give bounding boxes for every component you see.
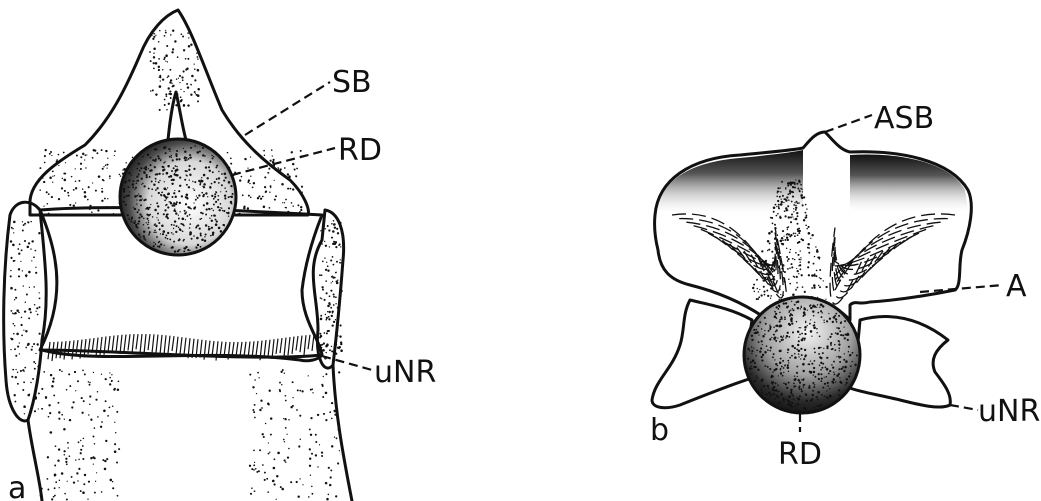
panel-b-left-process (652, 300, 752, 408)
panel-a-letter: a (8, 471, 26, 501)
label-rd-a: RD (338, 133, 382, 168)
leader-unr-b (950, 405, 978, 410)
label-unr-a: uNR (374, 355, 436, 390)
leader-rd-a (232, 148, 335, 175)
panel-a-stippling (9, 29, 343, 500)
panel-b-rim-shade (658, 150, 803, 217)
panel-a-ball (120, 139, 236, 255)
leader-sb (245, 82, 330, 135)
panel-a-trunk-left (28, 420, 42, 501)
label-sb: SB (332, 65, 372, 100)
panel-b-letter: b (650, 413, 669, 448)
panel-b-right-process (850, 317, 950, 407)
panel-a-stalk (168, 92, 186, 140)
panel-b-rim-shade-right (850, 154, 968, 214)
panel-b: ASB A uNR RD b (650, 101, 1040, 472)
label-unr-b: uNR (978, 394, 1040, 429)
panel-a-trunk-right (333, 365, 352, 501)
label-a: A (1006, 269, 1027, 304)
leader-asb (825, 115, 872, 132)
panel-a: SB RD uNR a (4, 10, 437, 501)
label-rd-b: RD (778, 437, 822, 472)
label-asb: ASB (874, 101, 934, 136)
leader-a (920, 285, 1003, 292)
